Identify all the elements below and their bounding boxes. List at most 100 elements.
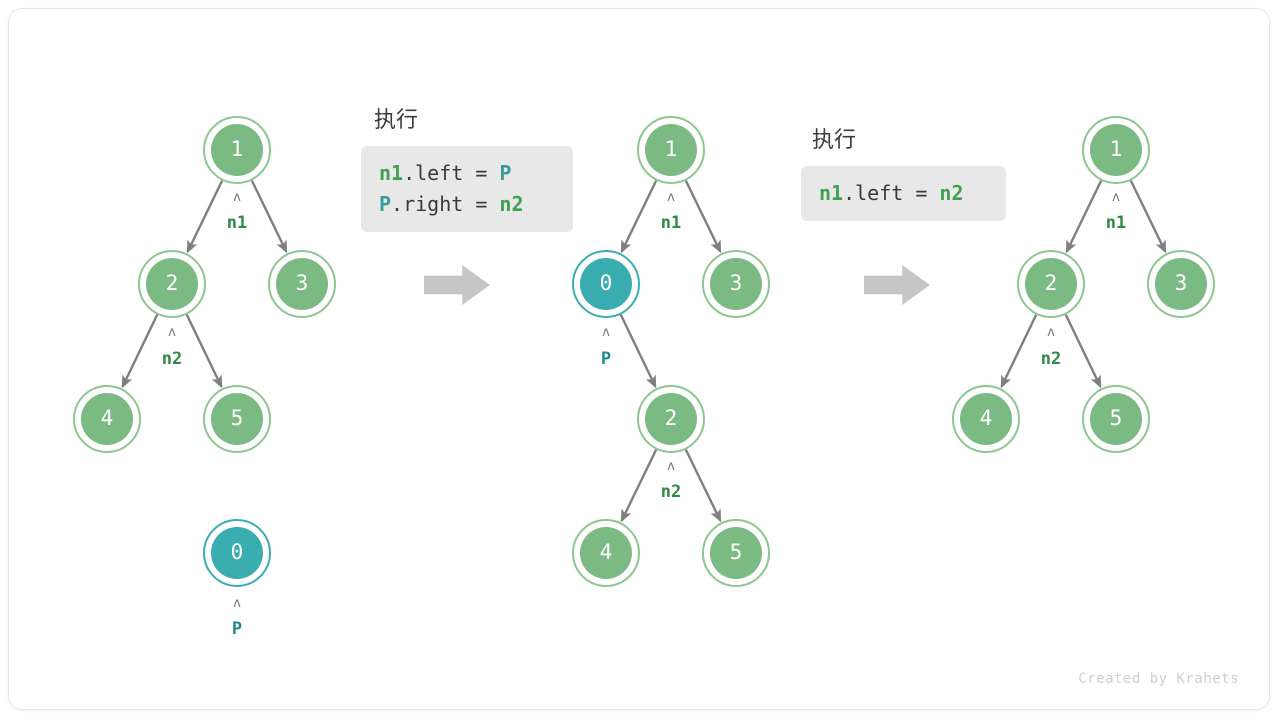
tree-edge-before-node-2-node-5	[185, 314, 223, 389]
tree-edge-before-node-1-node-2	[186, 180, 224, 254]
tree-node-before-2	[138, 250, 206, 318]
node-circle	[645, 124, 697, 176]
pointer-p: P	[231, 619, 243, 639]
credit-text: Created by Krahets	[1078, 671, 1239, 687]
node-outer-ring	[702, 250, 770, 318]
tree-node-before-1	[203, 116, 271, 184]
pointer-n2: n2	[1040, 349, 1062, 369]
tree-node-before-3	[268, 250, 336, 318]
tree-edges	[121, 180, 1167, 523]
tree-node-after-step-1-2	[637, 385, 705, 453]
node-outer-ring	[203, 385, 271, 453]
node-outer-ring	[138, 250, 206, 318]
step-arrow-1	[424, 265, 490, 305]
node-outer-ring	[203, 519, 271, 587]
pointer-n1: n1	[1105, 213, 1127, 233]
node-outer-ring	[1017, 250, 1085, 318]
tree-node-after-step-1-3	[702, 250, 770, 318]
node-outer-ring	[637, 116, 705, 184]
pointer-p: P	[600, 349, 612, 369]
node-circle	[580, 527, 632, 579]
code-line: n1.left = P	[379, 158, 555, 189]
pointer-caret-icon: ʌ	[602, 325, 610, 340]
node-circle	[81, 393, 133, 445]
code-line: n1.left = n2	[819, 178, 988, 209]
node-circle	[146, 258, 198, 310]
node-circle	[1090, 124, 1142, 176]
diagram-graphics	[73, 116, 1215, 587]
tree-edge-after-step-2-node-2-node-5	[1064, 314, 1102, 389]
tree-edge-before-node-1-node-3	[250, 180, 288, 254]
node-circle	[1025, 258, 1077, 310]
node-outer-ring	[572, 519, 640, 587]
code-token: P	[499, 161, 512, 185]
code-token: .left =	[843, 181, 940, 205]
pointer-caret-icon: ʌ	[233, 190, 241, 205]
code-token: n1	[819, 181, 844, 205]
tree-node-after-step-2-2	[1017, 250, 1085, 318]
exec-heading-step-1: 执行	[374, 108, 419, 133]
pointer-n1: n1	[660, 213, 682, 233]
pointer-caret-icon: ʌ	[1112, 190, 1120, 205]
tree-edge-after-step-1-node-1-node-3	[684, 180, 722, 254]
pointer-caret-icon: ʌ	[1047, 325, 1055, 340]
tree-edge-after-step-2-node-1-node-2	[1065, 180, 1103, 254]
code-token: P	[379, 192, 392, 216]
code-token: .left =	[403, 161, 500, 185]
node-circle	[211, 393, 263, 445]
tree-node-after-step-2-3	[1147, 250, 1215, 318]
pointer-n2: n2	[660, 482, 682, 502]
tree-node-after-step-1-1	[637, 116, 705, 184]
tree-node-after-step-1-4	[572, 519, 640, 587]
node-outer-ring	[1147, 250, 1215, 318]
tree-node-after-step-1-5	[702, 519, 770, 587]
code-token: n1	[379, 161, 404, 185]
code-token: n2	[499, 192, 524, 216]
pointer-caret-icon: ʌ	[168, 325, 176, 340]
code-token: n2	[939, 181, 964, 205]
tree-node-after-step-1-0	[572, 250, 640, 318]
node-circle	[710, 258, 762, 310]
step-arrow-2	[864, 265, 930, 305]
node-outer-ring	[637, 385, 705, 453]
node-outer-ring	[73, 385, 141, 453]
pointer-caret-icon: ʌ	[667, 190, 675, 205]
node-outer-ring	[203, 116, 271, 184]
node-circle	[710, 527, 762, 579]
node-outer-ring	[1082, 116, 1150, 184]
code-token: .right =	[391, 192, 500, 216]
tree-edge-after-step-1-node-2-node-4	[620, 449, 658, 523]
step-arrows	[424, 265, 930, 305]
node-circle	[276, 258, 328, 310]
tree-node-after-step-2-1	[1082, 116, 1150, 184]
node-outer-ring	[702, 519, 770, 587]
tree-node-after-step-2-5	[1082, 385, 1150, 453]
node-outer-ring	[952, 385, 1020, 453]
node-circle	[645, 393, 697, 445]
node-outer-ring	[268, 250, 336, 318]
tree-nodes	[73, 116, 1215, 587]
node-outer-ring	[1082, 385, 1150, 453]
pointer-caret-icon: ʌ	[667, 459, 675, 474]
pointer-n2: n2	[161, 349, 183, 369]
tree-edge-after-step-1-node-1-node-0	[620, 180, 658, 254]
exec-heading-step-2: 执行	[812, 128, 857, 153]
tree-edge-after-step-1-node-0-node-2	[619, 314, 657, 389]
tree-edge-after-step-2-node-2-node-4	[1000, 314, 1038, 389]
tree-node-after-step-2-4	[952, 385, 1020, 453]
pointer-n1: n1	[226, 213, 248, 233]
tree-node-before-0	[203, 519, 271, 587]
node-circle	[580, 258, 632, 310]
node-circle	[1090, 393, 1142, 445]
tree-node-before-5	[203, 385, 271, 453]
tree-edge-after-step-2-node-1-node-3	[1129, 180, 1167, 254]
tree-edge-before-node-2-node-4	[121, 314, 159, 389]
code-line: P.right = n2	[379, 189, 555, 220]
node-circle	[960, 393, 1012, 445]
tree-edge-after-step-1-node-2-node-5	[684, 449, 722, 523]
node-circle	[211, 527, 263, 579]
node-outer-ring	[572, 250, 640, 318]
